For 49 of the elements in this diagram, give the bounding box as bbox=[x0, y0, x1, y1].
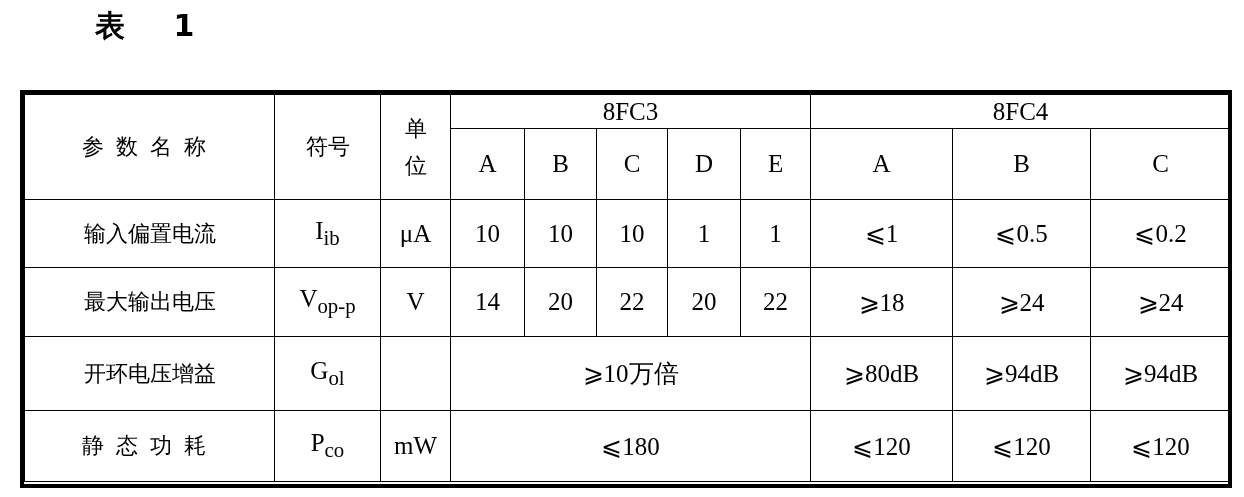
table-value: ⩽120 bbox=[1131, 431, 1190, 461]
table-value: ⩽120 bbox=[992, 431, 1051, 461]
table-value: 22 bbox=[763, 288, 788, 316]
table-value: 20 bbox=[548, 288, 573, 316]
table-value: 1 bbox=[697, 219, 711, 248]
table-value: ⩾94dB bbox=[1122, 359, 1199, 388]
column-header: 符号 bbox=[305, 133, 350, 161]
table-value: ⩽1 bbox=[864, 219, 899, 248]
symbol-text: V$_{op-p}$ bbox=[299, 285, 356, 319]
column-header: C bbox=[1152, 150, 1169, 178]
table-value: 1 bbox=[769, 219, 782, 248]
unit-text: V bbox=[406, 288, 425, 316]
column-header: A bbox=[478, 150, 497, 178]
column-header: 8FC4 bbox=[992, 97, 1049, 126]
column-header: B bbox=[1013, 150, 1030, 178]
table-value: ⩽0.5 bbox=[995, 219, 1048, 248]
column-header: 单位 bbox=[404, 114, 427, 180]
symbol-text: P$_{co}$ bbox=[310, 429, 345, 463]
table-title: 表 1 bbox=[95, 7, 195, 45]
column-header: 参数名称 bbox=[81, 133, 218, 161]
symbol-text: I$_{ib}$ bbox=[315, 216, 340, 251]
table-value: 22 bbox=[619, 288, 645, 316]
column-header: B bbox=[552, 150, 569, 178]
row-header: 输入偏置电流 bbox=[83, 219, 216, 248]
unit-text: μA bbox=[399, 219, 432, 248]
table-value: 10 bbox=[475, 219, 500, 248]
table-value: ⩾18 bbox=[858, 287, 905, 317]
symbol-text: G$_{ol}$ bbox=[310, 356, 345, 391]
row-header: 最大输出电压 bbox=[83, 288, 216, 316]
table-value: 14 bbox=[475, 288, 500, 316]
column-header: 8FC3 bbox=[602, 97, 659, 126]
row-header: 开环电压增益 bbox=[83, 359, 216, 388]
table-value: ⩾10万倍 bbox=[582, 359, 679, 389]
table-value: ⩽180 bbox=[601, 431, 660, 461]
table-value: ⩾94dB bbox=[983, 359, 1060, 388]
table-value: 20 bbox=[691, 288, 717, 316]
column-header: A bbox=[872, 150, 891, 178]
table-value: ⩽120 bbox=[852, 431, 911, 461]
row-header: 静态功耗 bbox=[81, 432, 218, 460]
column-header: E bbox=[767, 150, 784, 178]
table-value: ⩾24 bbox=[998, 287, 1045, 317]
table-value: ⩽0.2 bbox=[1134, 219, 1187, 248]
column-header: D bbox=[694, 150, 714, 178]
table-value: ⩾80dB bbox=[843, 359, 920, 388]
table-value: 10 bbox=[619, 219, 645, 248]
table-value: 10 bbox=[548, 219, 573, 248]
unit-text: mW bbox=[393, 432, 437, 460]
column-header: C bbox=[623, 150, 641, 178]
table-value: ⩾24 bbox=[1137, 287, 1184, 317]
